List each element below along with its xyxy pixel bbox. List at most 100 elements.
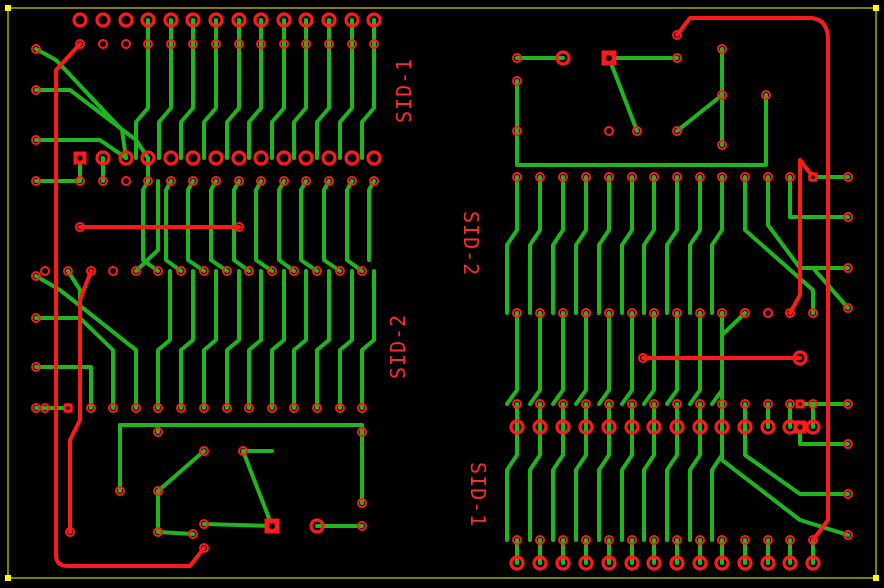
pad <box>763 399 773 409</box>
pad <box>717 308 727 318</box>
pad <box>785 172 795 182</box>
trace <box>247 269 263 410</box>
pad <box>717 172 727 182</box>
pad <box>512 535 522 545</box>
trace <box>710 175 724 315</box>
pad <box>31 176 41 186</box>
pad <box>649 308 659 318</box>
pad <box>695 399 705 409</box>
trace <box>157 42 173 160</box>
pad <box>792 350 808 366</box>
pad <box>140 150 156 166</box>
trace <box>688 425 702 542</box>
board-outline <box>7 7 877 579</box>
pad <box>672 30 682 40</box>
pad <box>143 39 153 49</box>
trace <box>270 42 286 160</box>
pad <box>624 555 640 571</box>
trace <box>528 311 542 406</box>
pad <box>31 44 41 54</box>
pad <box>163 150 179 166</box>
pad <box>131 403 141 413</box>
pad <box>512 126 522 136</box>
pad <box>763 308 773 318</box>
trace <box>68 269 93 534</box>
pad <box>805 555 821 571</box>
pad <box>276 12 292 28</box>
pad <box>231 12 247 28</box>
pad <box>604 399 614 409</box>
trace <box>620 175 634 315</box>
pad <box>624 419 640 435</box>
trace <box>811 266 850 310</box>
trace <box>528 425 542 542</box>
pad-hole <box>77 155 83 161</box>
pad <box>843 303 853 313</box>
trace <box>574 175 588 315</box>
trace <box>202 42 218 160</box>
trace <box>315 42 331 160</box>
left-top-sid-label: SID-1 <box>392 57 416 123</box>
pad-hole <box>797 424 803 430</box>
pad <box>188 529 198 539</box>
pad <box>256 176 266 186</box>
pad <box>118 12 134 28</box>
pad <box>581 399 591 409</box>
pad <box>121 176 131 186</box>
pad <box>843 489 853 499</box>
pad <box>40 266 50 276</box>
left-bottom-sid-label: SID-2 <box>386 313 410 379</box>
pad <box>298 150 314 166</box>
trace <box>254 179 274 273</box>
pad <box>669 555 685 571</box>
pad <box>672 535 682 545</box>
pad <box>558 172 568 182</box>
pad <box>535 399 545 409</box>
pad <box>222 266 232 276</box>
pad <box>211 39 221 49</box>
pad <box>740 399 750 409</box>
pad <box>31 135 41 145</box>
trace <box>620 425 634 542</box>
pad <box>234 222 244 232</box>
pad <box>267 403 277 413</box>
pad <box>782 555 798 571</box>
pad <box>357 427 367 437</box>
pad <box>695 172 705 182</box>
pad <box>785 535 795 545</box>
pad <box>75 39 85 49</box>
pad <box>324 39 334 49</box>
trace <box>118 423 364 505</box>
pad <box>231 150 247 166</box>
pad <box>763 172 773 182</box>
trace <box>202 522 274 528</box>
pad <box>31 271 41 281</box>
pad <box>627 308 637 318</box>
trace <box>665 311 679 406</box>
pad <box>672 53 682 63</box>
pad <box>199 266 209 276</box>
pad <box>121 39 131 49</box>
pad <box>737 555 753 571</box>
trace <box>766 175 850 270</box>
pad <box>115 486 125 496</box>
pad <box>581 172 591 182</box>
trace <box>360 42 376 160</box>
trace <box>292 42 308 160</box>
pad <box>785 399 795 409</box>
pad <box>632 126 642 136</box>
pad <box>279 39 289 49</box>
pad <box>166 39 176 49</box>
pad <box>188 39 198 49</box>
pad <box>65 527 75 537</box>
pad <box>555 555 571 571</box>
pad <box>601 419 617 435</box>
right-top-sid-label: SID-2 <box>459 211 483 277</box>
trace <box>156 449 206 493</box>
trace <box>574 311 588 406</box>
pad <box>646 419 662 435</box>
top-copper-traces <box>54 16 830 568</box>
pad <box>672 308 682 318</box>
pad <box>761 90 771 100</box>
pad <box>199 403 209 413</box>
